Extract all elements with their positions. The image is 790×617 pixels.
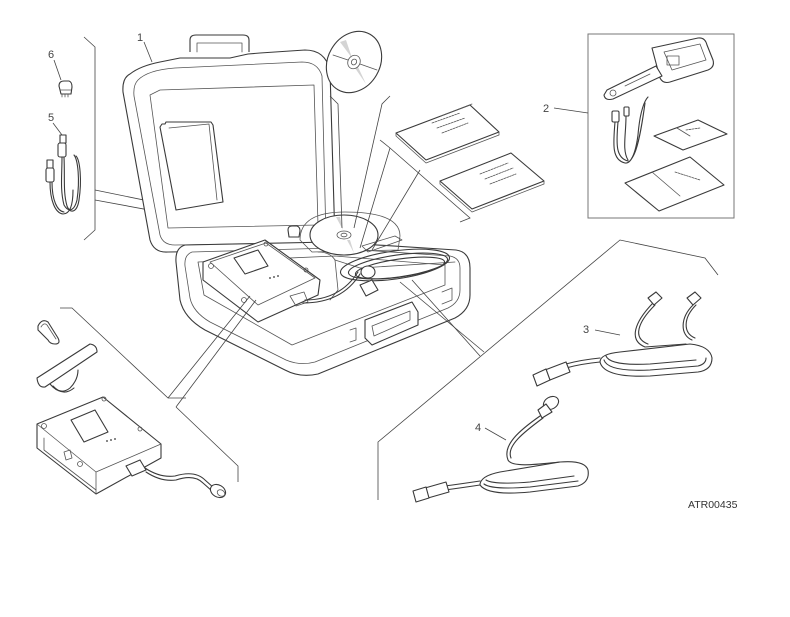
interface-unit-icon bbox=[36, 396, 227, 499]
leader-cables-b bbox=[411, 279, 481, 357]
leader-cd-b bbox=[353, 95, 391, 229]
callout-1: 1 bbox=[137, 32, 143, 44]
manuals-icon bbox=[395, 103, 545, 213]
carrying-case-icon bbox=[122, 34, 471, 376]
leader-cd-a bbox=[329, 95, 343, 229]
software-cd-icon bbox=[325, 30, 383, 94]
usb-cable-icon bbox=[45, 134, 81, 215]
adapter-plug-icon bbox=[58, 80, 73, 98]
callout-6: 6 bbox=[48, 49, 54, 61]
leader-3 bbox=[594, 329, 621, 336]
leader-unit-a bbox=[167, 295, 251, 399]
leader-unit-b bbox=[175, 299, 257, 408]
carabiner-icon bbox=[37, 320, 60, 345]
callout-3: 3 bbox=[583, 324, 589, 336]
diagnostic-cable-icon bbox=[412, 395, 589, 503]
leader-manuals-a bbox=[359, 147, 391, 249]
callout-2: 2 bbox=[543, 103, 549, 115]
leader-cables-a bbox=[399, 281, 485, 353]
leader-6 bbox=[53, 59, 62, 81]
bracket-unit-top bbox=[60, 307, 186, 399]
bracket-unit-right bbox=[175, 406, 239, 482]
callout-5: 5 bbox=[48, 112, 54, 124]
bracket-left-top bbox=[83, 36, 96, 241]
leader-2 bbox=[553, 107, 589, 114]
interface-unit-in-case-icon bbox=[202, 239, 321, 323]
leader-5 bbox=[52, 122, 63, 136]
callout-4: 4 bbox=[475, 422, 481, 434]
leader-4 bbox=[484, 427, 507, 441]
reference-code: ATR00435 bbox=[688, 499, 738, 511]
coiled-cable-in-case-icon bbox=[302, 235, 451, 304]
bracket-manuals bbox=[379, 139, 471, 223]
y-split-cable-icon bbox=[532, 291, 713, 387]
bracket-cables bbox=[377, 239, 719, 500]
leader-manuals-b bbox=[371, 169, 421, 251]
leader-1 bbox=[143, 41, 153, 63]
strap-icon bbox=[36, 343, 98, 393]
key-fob-kit-box bbox=[587, 33, 735, 219]
